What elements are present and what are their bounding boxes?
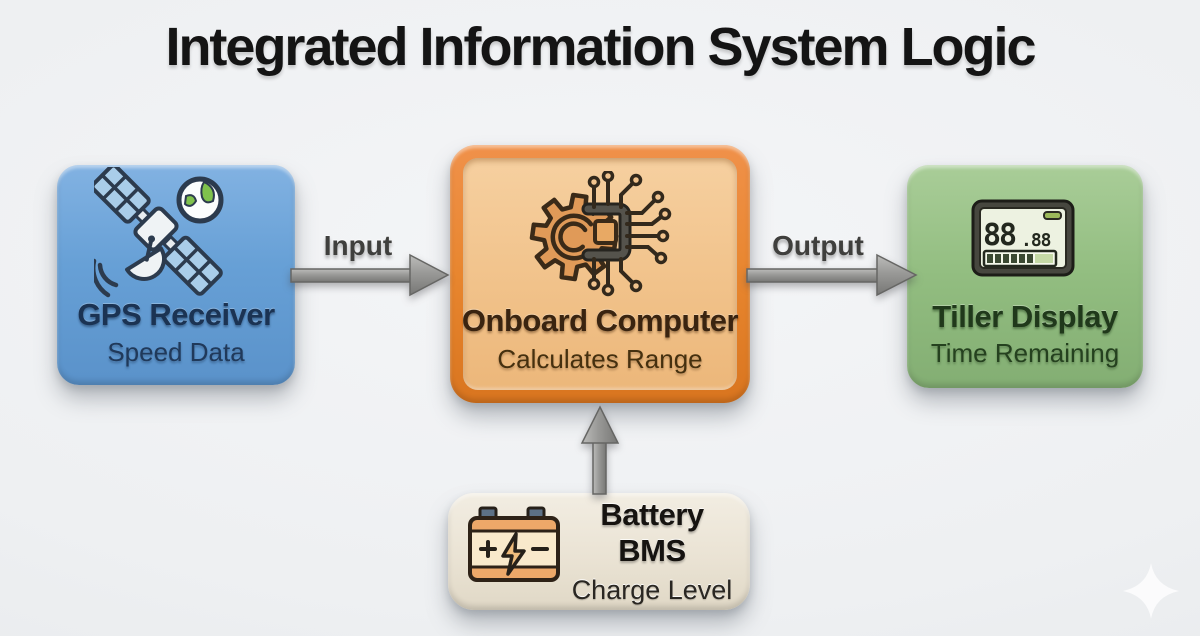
node-onboard-computer: Onboard Computer Calculates Range: [450, 145, 750, 403]
node-battery-bms: Battery BMS Charge Level: [448, 493, 750, 610]
computer-panel: [463, 158, 737, 390]
gps-node-title: GPS Receiver: [77, 297, 275, 332]
svg-text:.88: .88: [1021, 230, 1051, 251]
input-arrow-label: Input: [323, 230, 393, 261]
computer-node-title: Onboard Computer: [461, 303, 739, 338]
battery-node-title: Battery BMS: [600, 497, 704, 568]
lcd-display-icon: 88 .88: [907, 199, 1143, 284]
node-gps-receiver: GPS Receiver Speed Data: [57, 163, 295, 385]
display-node-title: Tiller Display: [932, 299, 1118, 334]
battery-node-subtitle: Charge Level: [571, 575, 733, 605]
battery-icon: [464, 506, 564, 597]
node-tiller-display: 88 .88 Tiller Display Time Remaining: [907, 165, 1143, 388]
computer-node-subtitle: Calculates Range: [497, 344, 703, 374]
satellite-icon: [57, 163, 295, 312]
svg-text:88: 88: [983, 218, 1016, 253]
output-arrow: [746, 253, 918, 297]
sparkle-icon: [1123, 563, 1179, 619]
output-arrow-label: Output: [772, 230, 864, 261]
input-arrow: [290, 253, 450, 297]
processor-gear-icon: [450, 169, 750, 308]
display-node-subtitle: Time Remaining: [930, 338, 1120, 368]
battery-to-computer-arrow: [580, 405, 620, 495]
page-title: Integrated Information System Logic: [165, 17, 1036, 77]
gps-node-subtitle: Speed Data: [107, 337, 245, 367]
